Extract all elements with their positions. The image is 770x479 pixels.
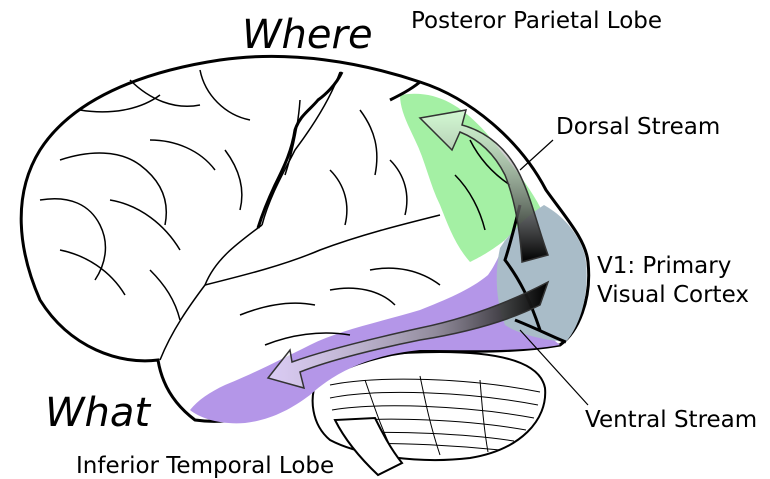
- v1-label-line1: V1: Primary: [597, 252, 731, 281]
- v1-label-line2: Visual Cortex: [597, 281, 749, 310]
- ventral-stream-label: Ventral Stream: [585, 409, 757, 432]
- posterior-parietal-label: Posteror Parietal Lobe: [411, 10, 662, 33]
- inferior-temporal-label: Inferior Temporal Lobe: [76, 455, 334, 478]
- what-label: What: [45, 393, 150, 433]
- dorsal-stream-label: Dorsal Stream: [556, 116, 720, 139]
- where-label: Where: [242, 15, 373, 55]
